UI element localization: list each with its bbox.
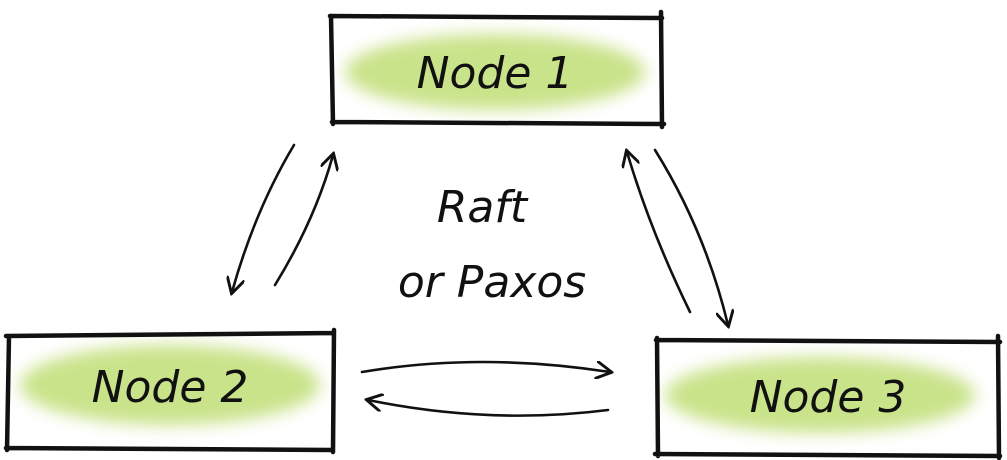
node-3: Node 3 (652, 333, 1003, 460)
center-label-line1: Raft (437, 182, 529, 233)
arrow-node2-to-node1 (273, 155, 333, 287)
arrow-node3-to-node2 (368, 400, 610, 417)
arrow-node1-to-node2 (232, 143, 296, 292)
node-2: Node 2 (3, 327, 337, 455)
node-1: Node 1 (327, 9, 667, 130)
node-2-label: Node 2 (92, 362, 249, 413)
center-label-line2: or Paxos (398, 257, 586, 308)
arrow-node2-to-node3 (360, 360, 610, 372)
node-1-label: Node 1 (417, 48, 574, 99)
arrow-node3-to-node1 (627, 152, 692, 314)
node-3-label: Node 3 (750, 372, 907, 423)
arrow-node1-to-node3 (653, 148, 728, 325)
